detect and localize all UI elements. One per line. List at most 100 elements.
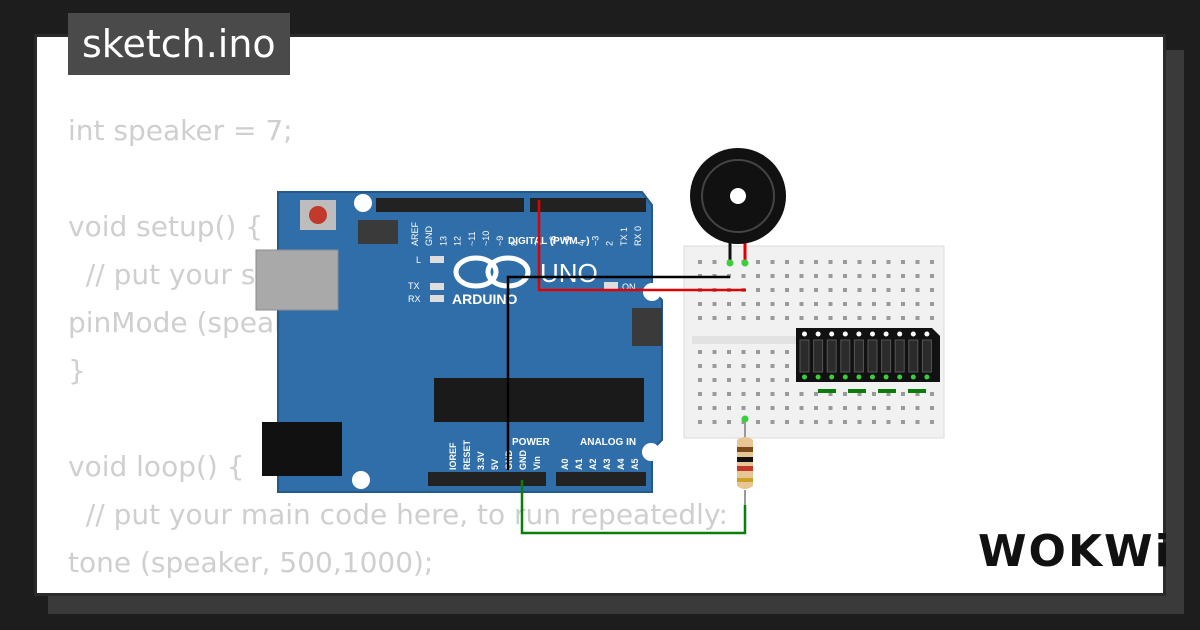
top-pin-label: 13 <box>438 236 448 246</box>
top-pin-label: AREF <box>410 221 420 246</box>
top-pin-label: ~5 <box>562 236 572 246</box>
buzzer-hole <box>730 188 746 204</box>
led-pin-top <box>815 331 821 337</box>
breadboard-hole <box>814 420 818 424</box>
breadboard-hole <box>698 350 702 354</box>
code-line: int speaker = 7; <box>68 114 293 147</box>
breadboard-hole <box>930 420 934 424</box>
breadboard-hole <box>915 288 920 292</box>
led-segment <box>799 339 810 373</box>
led-pin-top <box>842 331 848 337</box>
breadboard-hole <box>698 392 702 396</box>
breadboard-hole <box>756 274 760 278</box>
breadboard-hole <box>799 288 804 292</box>
breadboard-hole <box>727 420 731 424</box>
breadboard-hole <box>799 392 804 396</box>
breadboard-hole <box>756 288 760 292</box>
breadboard-hole <box>814 406 818 410</box>
breadboard-hole <box>727 364 731 368</box>
top-pin-label: ~6 <box>548 236 558 246</box>
breadboard-hole <box>756 350 760 354</box>
breadboard-hole <box>785 260 789 264</box>
breadboard-hole <box>886 392 891 396</box>
breadboard-hole <box>727 316 731 320</box>
breadboard-hole <box>741 378 746 382</box>
breadboard-hole <box>770 316 775 320</box>
wire-green <box>520 480 747 535</box>
led-segment <box>826 339 837 373</box>
led-pin-top <box>802 331 807 337</box>
breadboard-hole <box>857 316 862 320</box>
led-pin-bottom <box>897 374 903 380</box>
resistor[interactable] <box>737 415 753 506</box>
arduino-board[interactable]: ARDUINO UNO DIGITAL (PWM ~) POWER ANALOG… <box>255 191 663 493</box>
wokwi-logo: WOKWi <box>978 526 1172 577</box>
breadboard-hole <box>901 406 905 410</box>
breadboard-hole <box>857 420 862 424</box>
breadboard-hole <box>872 274 876 278</box>
bottom-pin-label: A2 <box>588 458 598 470</box>
breadboard-hole <box>785 288 789 292</box>
breadboard-hole <box>741 302 746 306</box>
led-pin-bottom <box>842 374 848 380</box>
bottom-pin-label: 3.3V <box>476 451 486 470</box>
top-pin-label: ~3 <box>590 236 600 246</box>
power-jack <box>262 422 342 476</box>
breadboard-hole <box>727 406 731 410</box>
breadboard-hole <box>886 288 891 292</box>
breadboard-hole <box>698 364 702 368</box>
breadboard-hole <box>727 392 731 396</box>
breadboard-hole <box>930 302 934 306</box>
top-pin-label: 2 <box>605 241 615 246</box>
code-line: void setup() { <box>68 210 264 243</box>
led-pin-top <box>897 331 903 337</box>
code-line: // put your main code here, to run repea… <box>68 498 728 531</box>
header-top-left <box>376 198 524 212</box>
breadboard-hole <box>857 406 862 410</box>
breadboard-hole <box>901 392 905 396</box>
breadboard-hole <box>915 392 920 396</box>
breadboard-hole <box>712 316 717 320</box>
tx-label: TX <box>408 281 420 291</box>
breadboard-hole <box>799 274 804 278</box>
breadboard-hole <box>698 378 702 382</box>
reset-button-cap[interactable] <box>309 206 327 224</box>
led-l <box>430 256 444 263</box>
bottom-pin-label: A0 <box>560 458 570 470</box>
led-pin-top <box>910 331 916 337</box>
breadboard-hole <box>770 274 775 278</box>
breadboard-hole <box>741 350 746 354</box>
jumper-short <box>878 389 896 393</box>
bottom-pin-label: Vin <box>532 456 542 470</box>
led-pin-top <box>883 331 889 337</box>
header-analog <box>556 472 646 486</box>
breadboard-hole <box>770 392 775 396</box>
breadboard-hole <box>915 316 920 320</box>
breadboard-hole <box>712 364 717 368</box>
led-segment <box>908 339 919 373</box>
led-pin-top <box>924 331 930 337</box>
file-tab[interactable]: sketch.ino <box>68 13 290 75</box>
breadboard-hole <box>727 302 731 306</box>
breadboard-hole <box>785 350 789 354</box>
breadboard-hole <box>814 288 818 292</box>
breadboard-hole <box>901 288 905 292</box>
buzzer[interactable] <box>690 148 786 267</box>
bottom-pin-label: A1 <box>574 458 584 470</box>
power-label: POWER <box>512 437 551 448</box>
breadboard-hole <box>886 274 891 278</box>
breadboard-hole <box>886 316 891 320</box>
rx-label: RX <box>408 294 421 304</box>
breadboard-hole <box>828 288 833 292</box>
led-pin-bottom <box>924 374 930 380</box>
led-pin-top <box>829 331 835 337</box>
breadboard-hole <box>727 350 731 354</box>
digital-label: DIGITAL (PWM ~) <box>508 236 590 247</box>
icsp-header <box>358 220 398 244</box>
breadboard-hole <box>741 274 746 278</box>
board-model: UNO <box>540 258 598 288</box>
top-pin-label: 4 <box>576 241 586 246</box>
led-bar-graph[interactable] <box>796 328 940 393</box>
breadboard-hole <box>886 302 891 306</box>
